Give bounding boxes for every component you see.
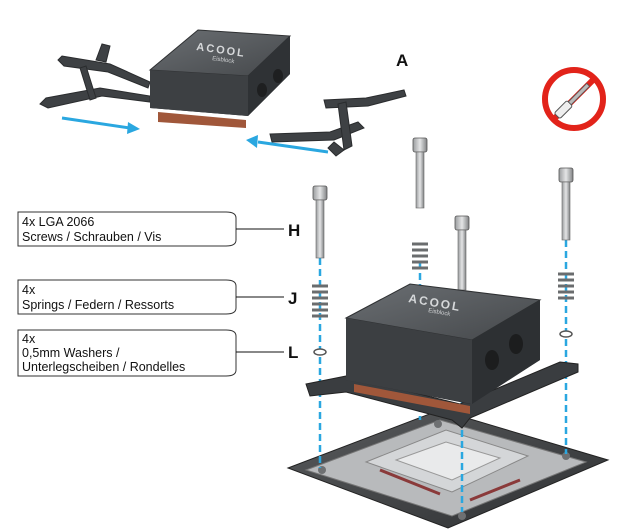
callout-h: 4x LGA 2066 Screws / Schrauben / Vis H <box>17 211 300 247</box>
top-block-port-1 <box>257 83 267 97</box>
callout-l-letter: L <box>288 343 298 362</box>
step-letter: A <box>396 51 408 70</box>
spring-4 <box>558 272 574 300</box>
slide-arrows <box>61 116 329 154</box>
screws <box>312 137 574 291</box>
main-water-block: ACOOL Eisblock <box>305 283 579 429</box>
callout-l: 4x 0,5mm Washers / Unterlegscheiben / Ro… <box>17 329 298 377</box>
top-cooler-assembly: ACOOL Eisblock <box>39 29 407 157</box>
arrow-left <box>257 140 329 154</box>
main-block-copper-base <box>354 384 470 414</box>
main-block-port-2 <box>509 334 523 354</box>
top-water-block: ACOOL Eisblock <box>148 29 292 128</box>
callout-j-line1: 4x <box>22 283 36 297</box>
screw-4 <box>558 167 574 241</box>
callout-l-line2: 0,5mm Washers / <box>22 346 120 360</box>
spring-1 <box>312 284 328 318</box>
washer-4 <box>559 330 573 338</box>
spring-2 <box>412 242 428 270</box>
screw-1 <box>312 185 328 259</box>
screw-2 <box>412 137 428 209</box>
main-block-port-1 <box>485 350 499 370</box>
callout-j: 4x Springs / Federn / Ressorts J <box>17 279 297 315</box>
callout-h-line1: 4x LGA 2066 <box>22 215 94 229</box>
top-block-port-2 <box>273 69 283 83</box>
callout-l-line3: Unterlegscheiben / Rondelles <box>22 360 185 374</box>
top-block-brand-sub: Eisblock <box>212 56 236 65</box>
prohibited-screwdriver-icon <box>542 67 606 131</box>
right-mounting-bracket <box>269 89 407 157</box>
callout-h-line2: Screws / Schrauben / Vis <box>22 230 161 244</box>
cpu-socket-board <box>286 409 610 529</box>
screw-3 <box>454 215 470 291</box>
main-bracket <box>305 361 579 429</box>
washer-1 <box>313 348 327 356</box>
callout-j-line2: Springs / Federn / Ressorts <box>22 298 174 312</box>
callout-h-letter: H <box>288 221 300 240</box>
socket-cpu <box>394 441 502 481</box>
arrow-right <box>61 116 131 130</box>
callout-l-line1: 4x <box>22 332 36 346</box>
left-mounting-bracket <box>39 43 151 109</box>
callout-j-letter: J <box>288 289 297 308</box>
top-block-copper-base <box>158 112 246 128</box>
main-block-brand-sub: Eisblock <box>428 308 452 318</box>
